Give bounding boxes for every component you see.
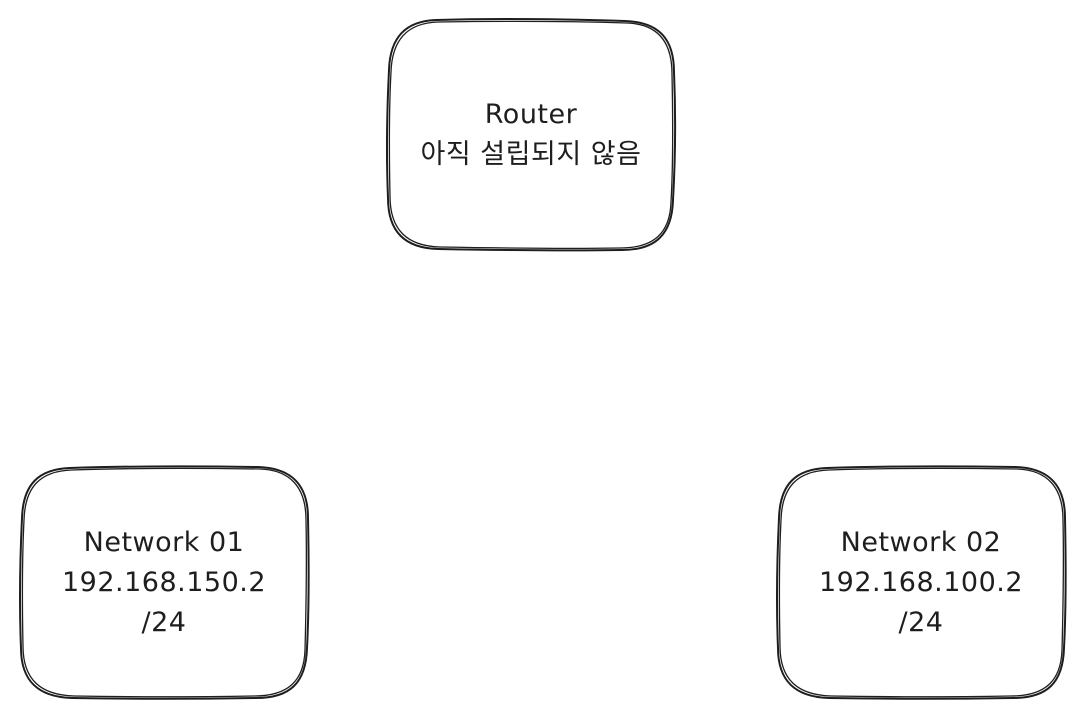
router-title: Router — [484, 99, 578, 130]
network-02-title: Network 02 — [840, 527, 1002, 558]
network-02-ip: 192.168.100.2 — [818, 567, 1024, 598]
network-01-title: Network 01 — [83, 527, 245, 558]
network-02-node[interactable]: Network 02 192.168.100.2 /24 — [777, 468, 1065, 698]
network-02-prefix: /24 — [898, 607, 944, 638]
network-01-node[interactable]: Network 01 192.168.150.2 /24 — [20, 468, 308, 698]
network-01-prefix: /24 — [141, 607, 187, 638]
router-node[interactable]: Router 아직 설립되지 않음 — [388, 20, 674, 250]
router-status: 아직 설립되지 않음 — [420, 139, 642, 170]
network-01-ip: 192.168.150.2 — [61, 567, 267, 598]
